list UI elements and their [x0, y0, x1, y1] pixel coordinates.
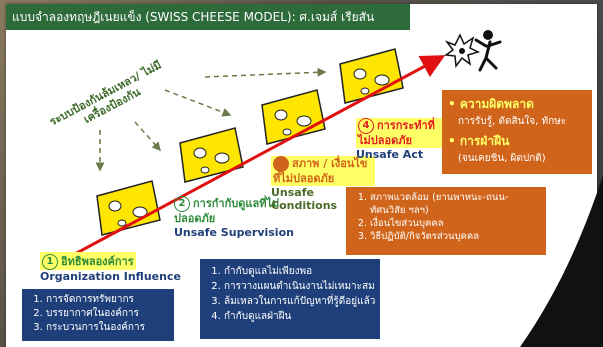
layer-3-number: 3 — [273, 156, 289, 172]
conditions-list-box: สภาพแวดล้อม (ยานพาหนะ-ถนน-ทัศนวิสัย ฯลฯ)… — [346, 187, 546, 255]
violation-title: การฝ่าฝืน — [459, 134, 510, 148]
supervision-list-item: การวางแผนดำเนินงานไม่เหมาะสม — [224, 279, 376, 294]
org-influence-list-box: การจัดการทรัพยากร บรรยากาศในองค์การ กระบ… — [22, 289, 174, 341]
dashed-arrow-1 — [204, 67, 327, 78]
error-title: ความผิดพลาด — [459, 97, 534, 111]
conditions-list-item: เงื่อนไขส่วนบุคคล — [370, 217, 542, 230]
slide-title: แบบจำลองทฤษฎีเนยแข็ง (SWISS CHEESE MODEL… — [6, 4, 410, 30]
supervision-list-box: กำกับดูแลไม่เพียงพอ การวางแผนดำเนินงานไม… — [200, 259, 380, 339]
layer-4-english: Unsafe Act — [356, 148, 424, 161]
layer-4-thai: การกระทำที่ไม่ปลอดภัย — [358, 119, 435, 147]
supervision-list-item: ล้มเหลวในการแก้ปัญหาที่รู้ดีอยู่แล้ว — [224, 294, 376, 309]
cheese-slice-2 — [179, 127, 244, 183]
layer-1-english: Organization Influence — [40, 270, 181, 283]
falling-person-icon — [474, 30, 502, 72]
layer-2-thai: การกำกับดูแลที่ไม่ปลอดภัย — [174, 197, 280, 225]
error-detail: การรับรู้, ตัดสินใจ, ทักษะ — [458, 116, 567, 127]
hazard-trajectory-arrow — [59, 55, 446, 264]
org-list-item: กระบวนการในองค์การ — [46, 321, 170, 335]
accident-burst-icon — [443, 33, 481, 68]
supervision-list-item: กำกับดูแลไม่เพียงพอ — [224, 264, 376, 279]
layer-1-thai: อิทธิพลองค์การ — [61, 255, 134, 268]
layer-3-english: Unsafe Conditions — [271, 186, 338, 212]
dashed-arrow-2 — [164, 89, 232, 117]
dashed-arrow-3 — [134, 121, 161, 152]
supervision-list-item: กำกับดูแลฝ่าฝืน — [224, 309, 376, 324]
layer-2-number: 2 — [174, 196, 190, 212]
conditions-list-item: วิธีปฏิบัติ/กิจวัตรส่วนบุคคล — [370, 230, 542, 243]
cheese-slice-1 — [96, 180, 161, 236]
cheese-slice-3 — [261, 89, 326, 145]
org-list-item: การจัดการทรัพยากร — [46, 293, 170, 307]
decorative-swoosh — [520, 175, 603, 347]
layer-1-number: 1 — [42, 254, 58, 270]
org-list-item: บรรยากาศในองค์การ — [46, 307, 170, 321]
violation-detail: (จนเคยชิน, ผิดปกติ) — [458, 153, 546, 164]
layer-3-thai: สภาพ / เงื่อนไขที่ไม่ปลอดภัย — [273, 157, 368, 185]
unsafe-act-box: • ความผิดพลาด การรับรู้, ตัดสินใจ, ทักษะ… — [442, 90, 592, 174]
cheese-slice-4 — [339, 48, 404, 104]
conditions-list-item: สภาพแวดล้อม (ยานพาหนะ-ถนน-ทัศนวิสัย ฯลฯ) — [370, 191, 542, 217]
layer-4-number: 4 — [358, 118, 374, 134]
layer-2-english: Unsafe Supervision — [174, 226, 294, 239]
